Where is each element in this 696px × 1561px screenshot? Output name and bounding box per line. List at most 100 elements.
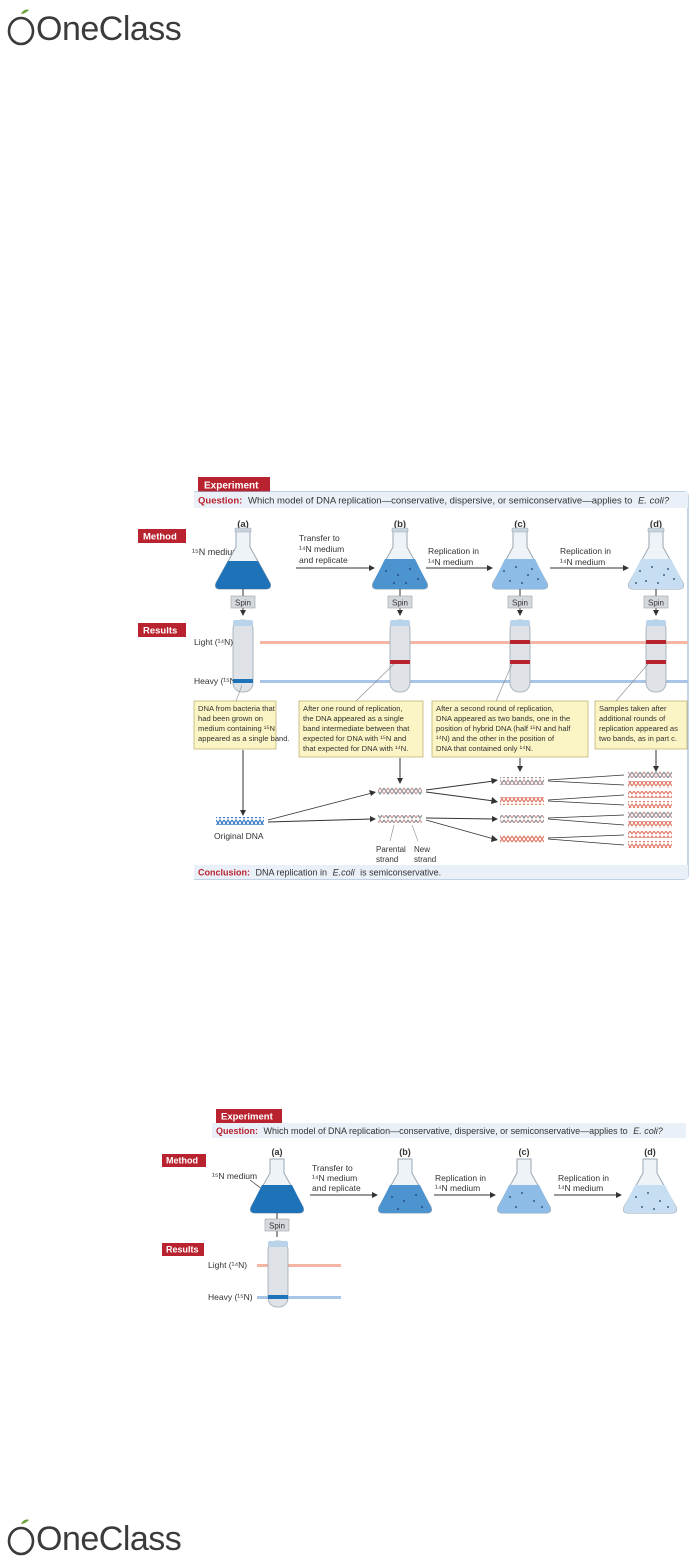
gen3-helix-2 <box>628 781 672 788</box>
svg-text:After one round of replication: After one round of replication, the DNA … <box>303 704 412 753</box>
method-tag <box>138 529 186 543</box>
note-d: Samples taken after additional rounds of… <box>594 663 688 750</box>
light-band-line <box>260 641 688 644</box>
results-tag-2: Results <box>166 1245 199 1255</box>
gen2-helix-3 <box>500 815 544 823</box>
svg-text:¹⁴N medium: ¹⁴N medium <box>312 1173 357 1183</box>
logo-text: OneClass <box>36 10 182 48</box>
svg-text:(d): (d) <box>644 1147 656 1157</box>
figure-meselson-stahl-full: Experiment Question: Which model of DNA … <box>136 475 690 890</box>
step-label-d: (d) <box>650 519 662 530</box>
heavy-band-line <box>260 680 688 683</box>
flask-a <box>215 527 271 590</box>
gen1-helix-bottom <box>378 815 422 823</box>
light-label-2: Light (¹⁴N) <box>208 1260 247 1270</box>
step-label-a: (a) <box>237 519 249 530</box>
experiment-tag <box>198 477 270 492</box>
experiment-tag-text: Experiment <box>204 481 259 492</box>
svg-text:DNA from bacteria that: DNA from bacteria that had been grown on… <box>198 704 290 743</box>
svg-text:After a second round of replic: After a second round of replication, DNA… <box>436 704 573 753</box>
gen3-helix-8 <box>628 841 672 848</box>
svg-text:¹⁴N medium: ¹⁴N medium <box>560 557 605 567</box>
svg-text:Replication in: Replication in <box>558 1173 609 1183</box>
gen3-helix-7 <box>628 831 672 838</box>
step-label-b: (b) <box>394 519 406 530</box>
svg-text:(b): (b) <box>399 1147 411 1157</box>
original-dna-helix <box>216 817 264 825</box>
conclusion-bar <box>194 865 688 879</box>
light-label: Light (¹⁴N) <box>194 637 233 647</box>
question-text: Question: Which model of DNA replication… <box>198 496 670 507</box>
gen3-helix-3 <box>628 791 672 798</box>
parental-strand-label-2: strand <box>376 855 398 864</box>
note-a: DNA from bacteria that had been grown on… <box>193 684 290 750</box>
gen2-to-gen3-arrows <box>547 774 625 846</box>
tube-b <box>389 619 411 693</box>
question-text-2: Question: Which model of DNA replication… <box>216 1126 663 1136</box>
new-strand-label-2: strand <box>414 855 436 864</box>
heavy-label: Heavy (¹⁵N) <box>194 676 239 686</box>
svg-text:Spin: Spin <box>648 599 664 608</box>
flask-a-2 <box>250 1158 304 1214</box>
gen3-helix-4 <box>628 801 672 808</box>
oneclass-logo-bottom: OneClass <box>6 1518 182 1558</box>
svg-text:Replication in: Replication in <box>560 546 611 556</box>
svg-text:¹⁴N medium: ¹⁴N medium <box>558 1183 603 1193</box>
figure-meselson-stahl-partial: Experiment Question: Which model of DNA … <box>160 1107 690 1317</box>
parental-strand-label-1: Parental <box>376 845 406 854</box>
logo-text-bottom: OneClass <box>36 1520 182 1558</box>
svg-text:Spin: Spin <box>512 599 528 608</box>
tube-c <box>509 619 531 693</box>
note-c: After a second round of replication, DNA… <box>431 663 589 758</box>
step-label-c: (c) <box>514 519 526 530</box>
arrow-label-1-line2: ¹⁴N medium <box>299 544 344 554</box>
method-tag-2: Method <box>166 1156 198 1166</box>
svg-text:Method: Method <box>143 532 177 543</box>
svg-text:Spin: Spin <box>235 599 251 608</box>
gen2-helix-1 <box>500 777 544 785</box>
svg-text:(c): (c) <box>519 1147 530 1157</box>
arrow-label-1-line3: and replicate <box>299 555 348 565</box>
gen3-helix-6 <box>628 821 672 828</box>
apple-o-icon <box>7 1519 35 1556</box>
tube-d <box>645 619 667 693</box>
results-tag <box>138 623 186 637</box>
svg-text:¹⁴N medium: ¹⁴N medium <box>428 557 473 567</box>
tube-a <box>232 619 254 693</box>
tube-a-2 <box>267 1240 289 1308</box>
gen2-helix-2 <box>500 797 544 805</box>
question-bar-2 <box>212 1123 686 1138</box>
medium-label: ¹⁵N medium <box>192 547 240 557</box>
flask-dots <box>385 566 675 584</box>
svg-text:Spin: Spin <box>269 1222 285 1231</box>
gen3-helix-1 <box>628 771 672 778</box>
svg-text:Replication in: Replication in <box>435 1173 486 1183</box>
conclusion-text: Conclusion: DNA replication in E.coli is… <box>198 868 441 878</box>
gen1-helix-top <box>378 787 422 795</box>
apple-o-icon <box>7 9 35 46</box>
svg-text:¹⁴N medium: ¹⁴N medium <box>435 1183 480 1193</box>
flask-d <box>628 527 684 590</box>
svg-text:Samples taken after ad: Samples taken after additional rounds of… <box>599 704 680 743</box>
heavy-label-2: Heavy (¹⁵N) <box>208 1292 253 1302</box>
spin-boxes: Spin Spin Spin Spin <box>230 589 669 616</box>
medium-label-2: ¹⁵N medium <box>212 1171 257 1181</box>
flask-d-2 <box>623 1158 677 1214</box>
svg-text:Replication in: Replication in <box>428 546 479 556</box>
new-strand-label-1: New <box>414 845 430 854</box>
flask-b <box>372 527 428 590</box>
flask-c-2 <box>497 1158 551 1214</box>
oneclass-logo-top: OneClass <box>6 8 182 48</box>
gen2-helix-4 <box>500 835 544 843</box>
note-b: After one round of replication, the DNA … <box>298 663 424 758</box>
svg-text:and replicate: and replicate <box>312 1183 361 1193</box>
svg-text:(a): (a) <box>272 1147 283 1157</box>
flask-c <box>492 527 548 590</box>
svg-text:Spin: Spin <box>392 599 408 608</box>
gen3-helix-5 <box>628 811 672 818</box>
original-dna-label: Original DNA <box>214 831 264 841</box>
flask-b-2 <box>378 1158 432 1214</box>
arrow-label-1-line1: Transfer to <box>299 533 340 543</box>
experiment-tag-2: Experiment <box>221 1112 274 1123</box>
svg-text:Transfer to: Transfer to <box>312 1163 353 1173</box>
